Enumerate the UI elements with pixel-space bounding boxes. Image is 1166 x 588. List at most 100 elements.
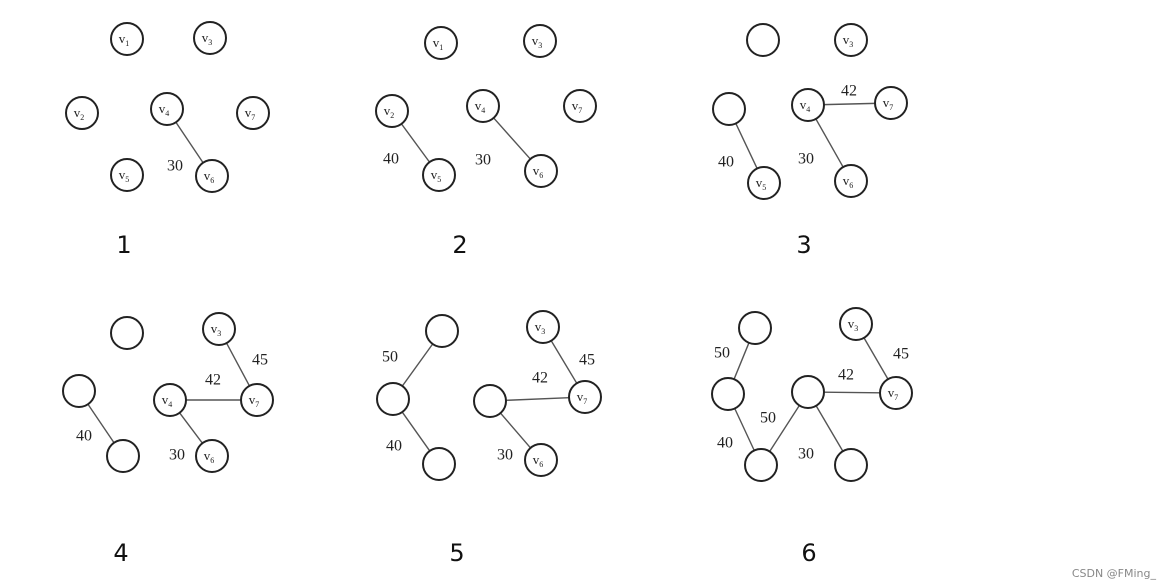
vertex-b	[711, 377, 745, 411]
edge-b-v5	[735, 123, 758, 169]
edge-v3-v7	[225, 342, 251, 387]
edge-weight-label: 40	[717, 435, 733, 452]
edge-weight-label: 45	[579, 352, 595, 369]
vertex-label: v6	[843, 173, 854, 190]
vertex-label: v1	[119, 31, 130, 48]
vertex-label: v6	[204, 168, 215, 185]
vertex-circle	[110, 316, 144, 350]
vertex-circle	[236, 96, 270, 130]
vertex-v7: v7	[240, 383, 274, 417]
vertex-circle	[791, 88, 825, 122]
edge-weight-label: 30	[497, 447, 513, 464]
edge-v4-v6	[175, 121, 204, 164]
vertex-label: v2	[384, 103, 395, 120]
vertex-v2: v2	[65, 96, 99, 130]
vertex-v3: v3	[202, 312, 236, 346]
vertex-v7: v7	[879, 376, 913, 410]
edge-weight-label: 50	[382, 349, 398, 366]
watermark-text: CSDN @FMing_	[1071, 567, 1156, 580]
vertex-d	[791, 375, 825, 409]
vertex-v7: v7	[236, 96, 270, 130]
vertex-label: v5	[431, 167, 442, 184]
edge-v3-v7	[863, 337, 889, 380]
vertex-circle	[376, 382, 410, 416]
vertex-circle	[744, 448, 778, 482]
vertex-b	[712, 92, 746, 126]
vertex-circle	[153, 383, 187, 417]
vertex-v6: v6	[524, 443, 558, 477]
step-number-label: 4	[113, 539, 128, 567]
edge-weight-label: 30	[798, 446, 814, 463]
vertex-circle	[523, 24, 557, 58]
vertex-circle	[473, 384, 507, 418]
vertex-label: v7	[888, 385, 899, 402]
edge-d-v7	[505, 396, 570, 402]
vertex-v7: v7	[874, 86, 908, 120]
vertex-v5: v5	[747, 166, 781, 200]
edge-d-v7	[823, 391, 881, 394]
vertex-v6: v6	[524, 154, 558, 188]
edge-weight-label: 40	[383, 151, 399, 168]
edge-b-c	[734, 408, 755, 451]
step-number-label: 1	[116, 231, 131, 259]
edge-b-c	[401, 411, 431, 452]
edge-weight-label: 40	[76, 428, 92, 445]
vertex-v4: v4	[791, 88, 825, 122]
vertex-b	[376, 382, 410, 416]
vertex-v4: v4	[153, 383, 187, 417]
edge-v4-v6	[179, 412, 203, 444]
vertex-v3: v3	[193, 21, 227, 55]
step-number-label: 5	[449, 539, 464, 567]
vertex-b	[62, 374, 96, 408]
vertex-circle	[202, 312, 236, 346]
vertex-v3: v3	[523, 24, 557, 58]
vertex-label: v3	[848, 316, 859, 333]
vertex-v3: v3	[839, 307, 873, 341]
vertex-circle	[466, 89, 500, 123]
vertex-v4: v4	[466, 89, 500, 123]
vertex-label: v6	[204, 448, 215, 465]
vertex-label: v3	[211, 321, 222, 338]
edge-c-d	[769, 405, 800, 452]
vertex-circle	[712, 92, 746, 126]
step-number-label: 2	[452, 231, 467, 259]
vertex-label: v7	[572, 98, 583, 115]
step-number-label: 3	[796, 231, 811, 259]
vertex-v6: v6	[195, 159, 229, 193]
edge-v2-v5	[400, 123, 431, 163]
vertex-v2: v2	[375, 94, 409, 128]
vertex-label: v3	[535, 319, 546, 336]
vertex-a	[746, 23, 780, 57]
vertex-circle	[375, 94, 409, 128]
vertex-circle	[747, 166, 781, 200]
vertex-v6: v6	[834, 164, 868, 198]
vertex-a	[738, 311, 772, 345]
vertex-a	[110, 316, 144, 350]
edge-weight-label: 42	[532, 370, 548, 387]
vertex-circle	[193, 21, 227, 55]
vertex-label: v3	[843, 32, 854, 49]
vertex-label: v4	[162, 392, 173, 409]
vertex-e	[834, 448, 868, 482]
edge-weight-label: 45	[893, 346, 909, 363]
vertex-circle	[62, 374, 96, 408]
vertex-v7: v7	[568, 380, 602, 414]
vertex-circle	[110, 158, 144, 192]
vertex-label: v3	[202, 30, 213, 47]
edge-weight-label: 30	[169, 447, 185, 464]
vertex-circle	[839, 307, 873, 341]
vertex-label: v4	[475, 98, 486, 115]
vertex-circle	[425, 314, 459, 348]
vertex-circle	[879, 376, 913, 410]
edge-weight-label: 42	[838, 367, 854, 384]
vertex-circle	[746, 23, 780, 57]
vertex-circle	[738, 311, 772, 345]
vertex-circle	[110, 22, 144, 56]
edge-weight-label: 30	[475, 152, 491, 169]
vertex-label: v7	[249, 392, 260, 409]
vertex-v5: v5	[422, 158, 456, 192]
